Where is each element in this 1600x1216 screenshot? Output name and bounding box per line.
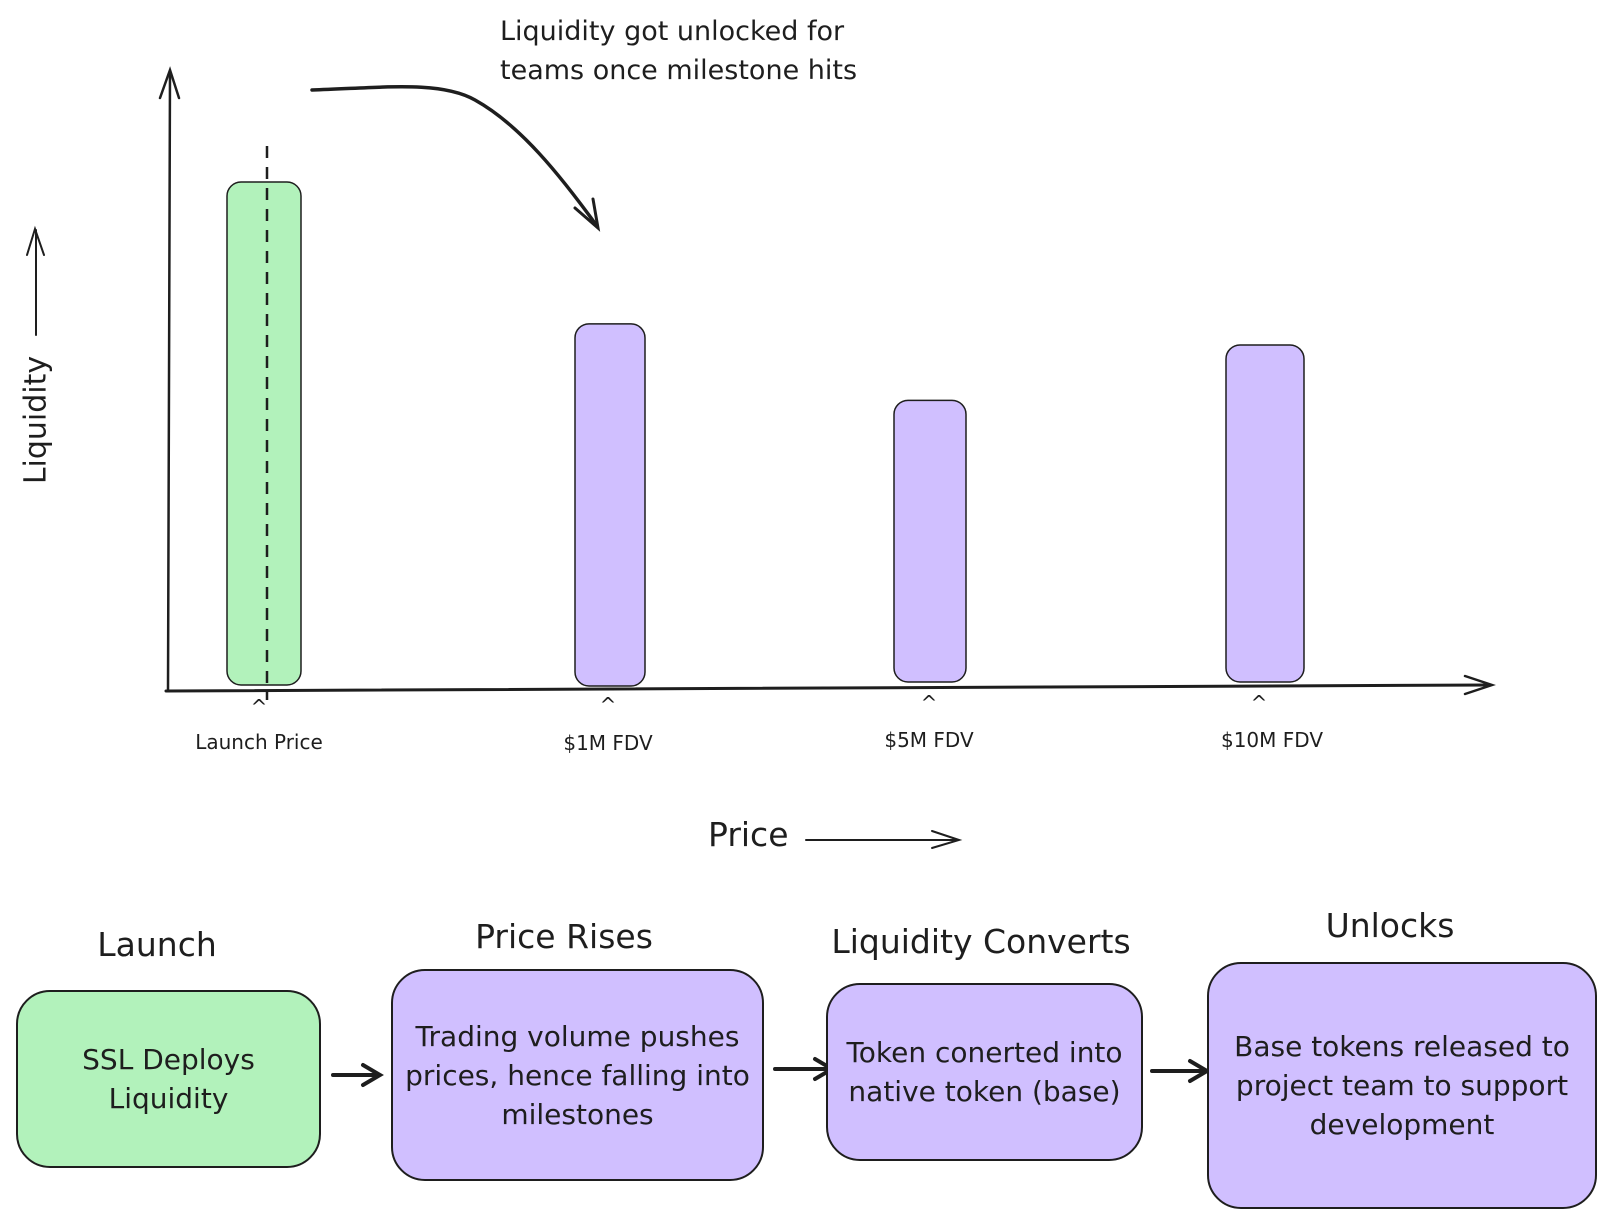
step-box-price-rises: Trading volume pushes prices, hence fall… <box>391 969 764 1181</box>
bar-launch-price <box>226 181 302 686</box>
flow-arrow-3 <box>1150 1059 1211 1083</box>
step-title-price-rises: Price Rises <box>475 917 653 956</box>
flow-arrow-2 <box>773 1057 836 1081</box>
bar-1m-fdv <box>574 323 646 687</box>
step-body-price-rises: Trading volume pushes prices, hence fall… <box>405 1019 750 1131</box>
step-body-unlocks: Base tokens released to project team to … <box>1234 1030 1570 1141</box>
step-body-liquidity-converts: Token conerted into native token (base) <box>846 1036 1123 1108</box>
y-label-arrow <box>26 225 45 336</box>
bars-group <box>226 146 1305 700</box>
tick-label-5m-fdv: $5M FDV <box>884 728 974 752</box>
x-axis <box>164 674 1496 696</box>
annotation-text: Liquidity got unlocked for teams once mi… <box>500 16 858 86</box>
step-title-launch: Launch <box>97 925 217 964</box>
y-axis-label: Liquidity <box>18 355 54 485</box>
tick-caret: ^ <box>250 695 268 719</box>
tick-label-10m-fdv: $10M FDV <box>1220 728 1324 752</box>
tick-caret: ^ <box>1250 691 1268 715</box>
tick-caret: ^ <box>920 691 938 715</box>
x-label-arrow <box>805 830 963 849</box>
tick-label-1m-fdv: $1M FDV <box>563 731 653 755</box>
step-title-liquidity-converts: Liquidity Converts <box>831 922 1131 961</box>
tick-caret: ^ <box>599 693 617 717</box>
y-axis <box>158 66 181 692</box>
step-title-unlocks: Unlocks <box>1325 906 1455 945</box>
step-body-launch: SSL Deploys Liquidity <box>82 1043 255 1115</box>
annotation-curved-arrow <box>310 84 601 232</box>
bar-10m-fdv <box>1225 344 1305 683</box>
flow-arrow-1 <box>331 1063 384 1087</box>
bar-5m-fdv <box>893 399 967 683</box>
x-axis-label: Price <box>708 815 789 854</box>
step-box-launch: SSL Deploys Liquidity <box>16 990 321 1168</box>
step-box-unlocks: Base tokens released to project team to … <box>1207 962 1597 1209</box>
tick-label-launch-price: Launch Price <box>195 730 323 754</box>
step-box-liquidity-converts: Token conerted into native token (base) <box>826 983 1143 1161</box>
